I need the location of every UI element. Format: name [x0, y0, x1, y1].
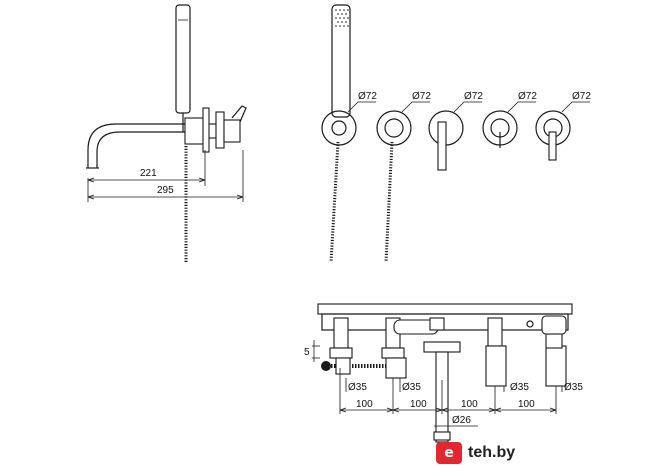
teh-by-logo-icon: e: [436, 442, 462, 464]
bottom-diameter-2: Ø35: [402, 382, 421, 393]
lever-3: [437, 121, 447, 171]
front-view: Ø72 Ø72 Ø72 Ø72 Ø72: [321, 4, 591, 263]
side-view: 221 295: [86, 4, 247, 262]
spout-outline: [87, 123, 185, 168]
plan-view: 5 100 100 100 100 Ø35 Ø35 Ø35 Ø35 Ø26: [304, 303, 583, 443]
rosette-1: [321, 110, 357, 146]
diameter-label-3: Ø72: [464, 91, 483, 102]
lever-handle: [231, 105, 247, 123]
offset-label: 5: [304, 347, 310, 358]
front-hose-2: [384, 141, 394, 263]
spout-diameter-label: Ø26: [452, 415, 471, 426]
dimension-label-295: 295: [157, 185, 174, 196]
spacing-label-3: 100: [461, 399, 478, 410]
rosette-2: [376, 110, 412, 146]
hose-connector: [321, 361, 331, 371]
spacing-label-4: 100: [518, 399, 535, 410]
spacing-label-2: 100: [410, 399, 427, 410]
teh-by-watermark: e teh.by: [436, 440, 650, 466]
bottom-diameter-3: Ø35: [510, 382, 529, 393]
bottom-diameter-4: Ø35: [564, 382, 583, 393]
bottom-diameter-1: Ø35: [348, 382, 367, 393]
dimension-label-221: 221: [140, 168, 157, 179]
front-hand-shower: [331, 4, 351, 118]
front-hose-1: [329, 141, 340, 263]
diameter-label-2: Ø72: [412, 91, 431, 102]
diameter-label-1: Ø72: [358, 91, 377, 102]
hand-shower-head: [175, 4, 191, 114]
diameter-label-4: Ø72: [518, 91, 537, 102]
mounting-plate: [317, 303, 573, 315]
watermark-text: teh.by: [468, 444, 516, 461]
wall-plate: [184, 117, 206, 145]
lever-5: [548, 131, 557, 161]
spout-inner: [96, 131, 185, 168]
spacing-label-1: 100: [356, 399, 373, 410]
diameter-label-5: Ø72: [572, 91, 591, 102]
